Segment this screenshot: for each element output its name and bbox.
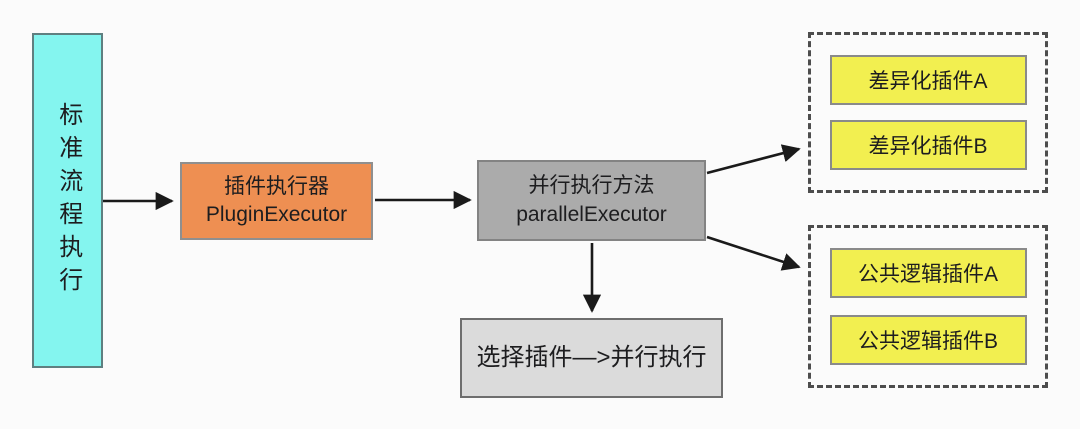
plugin-item-differential-b-label: 差异化插件B (868, 135, 988, 159)
plugin-item-differential-a: 差异化插件A (829, 54, 1027, 105)
group-common-plugins: 公共逻辑插件A 公共逻辑插件B (808, 225, 1048, 388)
plugin-item-common-b: 公共逻辑插件B (829, 314, 1027, 365)
node-standard-process: 标准流程执行 (32, 33, 103, 368)
plugin-item-common-a-label: 公共逻辑插件A (857, 263, 998, 287)
plugin-item-common-b-label: 公共逻辑插件B (857, 329, 998, 353)
node-plugin-executor-subtitle: PluginExecutor (205, 203, 348, 226)
node-plugin-executor: 插件执行器 PluginExecutor (180, 162, 373, 240)
node-select-parallel-label: 选择插件—>并行执行 (476, 343, 707, 371)
node-plugin-executor-title: 插件执行器 (224, 174, 329, 198)
node-parallel-executor-subtitle: parallelExecutor (516, 202, 667, 226)
node-standard-process-label: 标准流程执行 (54, 101, 82, 300)
node-parallel-executor-title: 并行执行方法 (528, 174, 655, 198)
arrow-parallel-to-common-group (706, 235, 801, 271)
group-differential-plugins: 差异化插件A 差异化插件B (808, 32, 1048, 193)
arrow-parallel-to-differential-group (706, 144, 801, 175)
plugin-item-common-a: 公共逻辑插件A (829, 248, 1027, 299)
plugin-item-differential-b: 差异化插件B (829, 120, 1027, 171)
node-parallel-executor: 并行执行方法 parallelExecutor (477, 160, 706, 241)
plugin-item-differential-a-label: 差异化插件A (868, 69, 988, 93)
node-select-parallel: 选择插件—>并行执行 (460, 318, 723, 398)
